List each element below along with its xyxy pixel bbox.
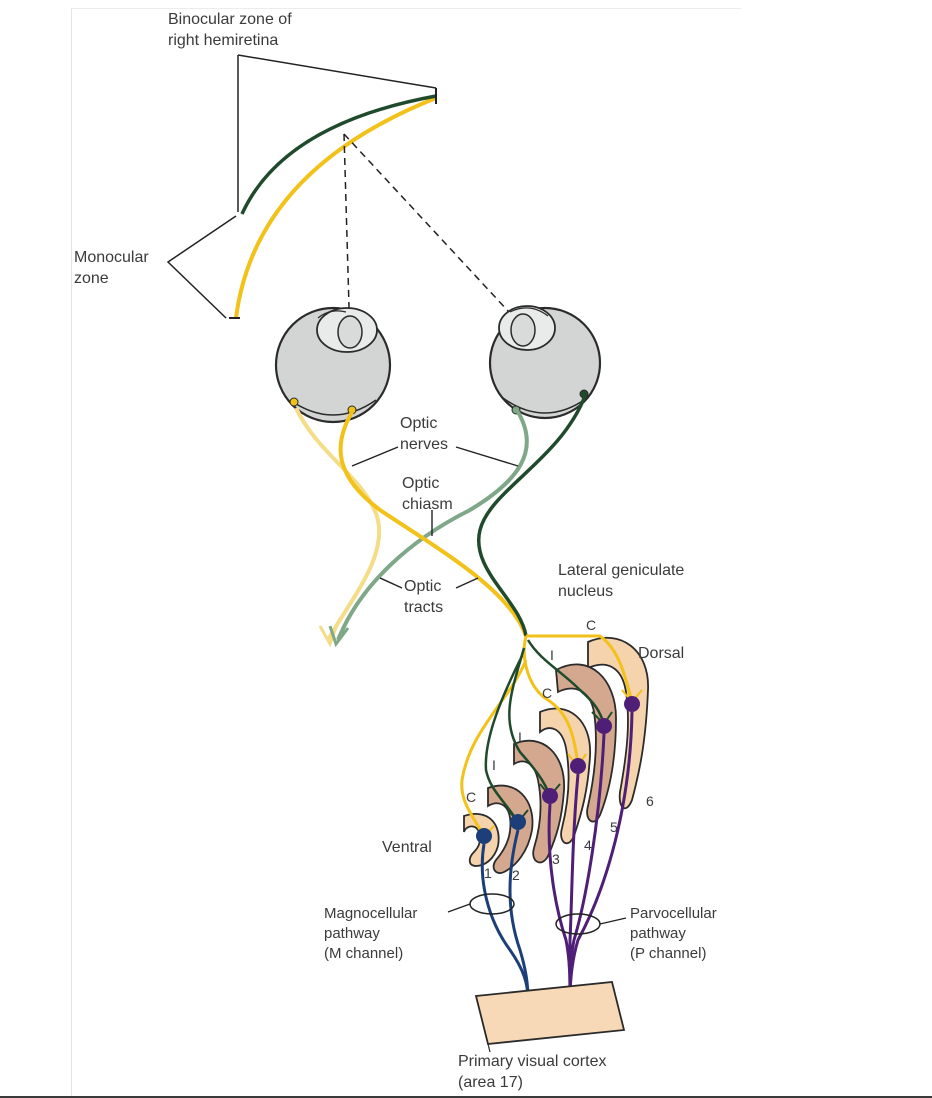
layer-number-3: 3 xyxy=(552,851,560,867)
parvo-cell-6 xyxy=(624,696,640,712)
optic-nerves-label-1: Optic xyxy=(400,415,437,432)
parvo-cell-3 xyxy=(542,788,558,804)
lgn-layer-4 xyxy=(539,707,591,845)
right-eye-ipsilateral-fiber xyxy=(476,395,587,637)
monocular-zone-label-1: Monocular xyxy=(74,249,149,266)
monocular-zone-label-2: zone xyxy=(74,270,109,287)
optic-tracts-label-2: tracts xyxy=(404,599,443,616)
right-eye-faded-fiber xyxy=(336,410,529,641)
ventral-label: Ventral xyxy=(382,839,432,856)
lgn-layer-6 xyxy=(587,636,649,810)
frame-border-left xyxy=(71,8,72,1098)
right-tract-arrowhead xyxy=(328,625,350,648)
optic-chiasm-label-1: Optic xyxy=(402,475,439,492)
cortex-label-2: (area 17) xyxy=(458,1074,523,1091)
layer-number-6: 6 xyxy=(646,793,654,809)
frame-border-bottom xyxy=(0,1096,932,1098)
lgn-layer-3 xyxy=(513,739,565,864)
parvo-label-1: Parvocellular xyxy=(630,905,717,922)
layer-2-input-letter: I xyxy=(492,757,496,773)
magno-cell-2 xyxy=(510,814,526,830)
layer-number-4: 4 xyxy=(584,837,592,853)
left-eye xyxy=(274,306,392,424)
layer-number-5: 5 xyxy=(610,819,618,835)
magno-label-1: Magnocellular xyxy=(324,905,417,922)
lgn-label-1: Lateral geniculate xyxy=(558,562,684,579)
parvo-label-2: pathway xyxy=(630,925,686,942)
binocular-zone-bracket xyxy=(237,54,437,212)
cortex-label-1: Primary visual cortex xyxy=(458,1053,606,1070)
magno-pointer xyxy=(447,903,471,913)
layer-number-1: 1 xyxy=(484,865,492,881)
binocular-zone-label-2: right hemiretina xyxy=(168,32,278,49)
layer-number-2: 2 xyxy=(512,867,520,883)
left-eye-faded-fiber xyxy=(294,407,382,641)
primary-visual-cortex xyxy=(474,981,626,1053)
parvo-label-3: (P channel) xyxy=(630,945,706,962)
lgn-layer-2 xyxy=(487,784,534,874)
visual-field-arc xyxy=(229,88,437,319)
layer-4-input-letter: C xyxy=(542,685,552,701)
binocular-zone-label-1: Binocular zone of xyxy=(168,11,292,28)
monocular-zone-bracket xyxy=(166,215,237,319)
parvo-pointer xyxy=(599,917,627,925)
magno-label-3: (M channel) xyxy=(324,945,403,962)
optic-chiasm-label-2: chiasm xyxy=(402,496,453,513)
leader-lines xyxy=(351,446,519,589)
parvo-cell-5 xyxy=(596,718,612,734)
left-eye-crossing-fiber xyxy=(338,410,528,637)
optic-tracts-label-1: Optic xyxy=(404,578,441,595)
optic-nerves-label-2: nerves xyxy=(400,436,448,453)
magno-label-2: pathway xyxy=(324,925,380,942)
visual-field-yellow-arc xyxy=(234,96,437,319)
layer-6-input-letter: C xyxy=(586,617,596,633)
parvo-output-axons xyxy=(547,711,634,1001)
magno-cell-1 xyxy=(476,828,492,844)
parvo-cell-4 xyxy=(570,758,586,774)
layer-3-input-letter: I xyxy=(518,729,522,745)
frame-border-top xyxy=(71,8,741,9)
layer-5-input-letter: I xyxy=(550,647,554,663)
left-tract-arrowhead xyxy=(318,621,340,648)
lgn-cell-bodies xyxy=(476,696,640,844)
layer-1-input-letter: C xyxy=(466,789,476,805)
magno-pathway-ring xyxy=(469,893,515,915)
binocular-zone-arc xyxy=(240,94,437,215)
right-eye xyxy=(488,305,602,420)
lgn-label-2: nucleus xyxy=(558,583,613,600)
labels: Binocular zone of right hemiretina Monoc… xyxy=(74,11,717,1091)
dorsal-label: Dorsal xyxy=(638,645,684,662)
